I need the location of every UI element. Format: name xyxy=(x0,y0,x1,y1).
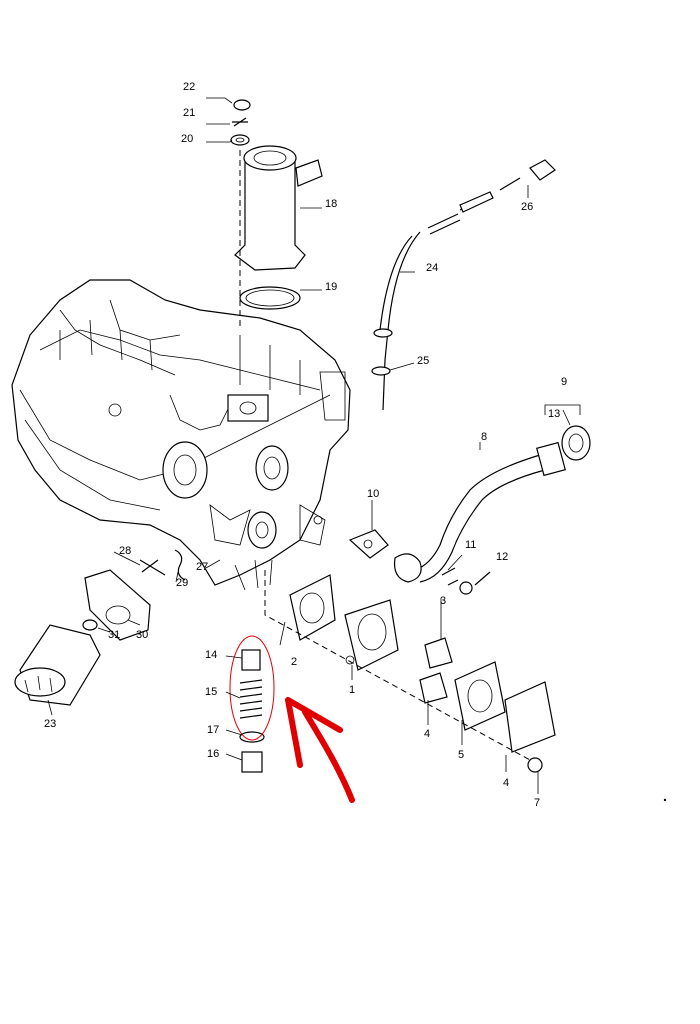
nut-part-11 xyxy=(459,581,473,595)
label-4b: 4 xyxy=(503,777,509,789)
gasket-part-19 xyxy=(239,286,301,310)
gasket-part-2 xyxy=(289,574,336,641)
pump-housing-part-1 xyxy=(344,599,399,671)
part-labels: 22 21 20 18 19 26 24 25 9 13 8 10 11 12 … xyxy=(44,81,567,809)
cover-part-6 xyxy=(504,681,556,753)
flange-part-10 xyxy=(348,529,389,559)
label-4a: 4 xyxy=(424,728,430,740)
label-7: 7 xyxy=(534,797,540,809)
red-pointer-arrow xyxy=(285,697,355,803)
spring-part-29 xyxy=(174,549,186,581)
dipstick-assembly xyxy=(371,159,556,411)
label-16: 16 xyxy=(207,748,219,760)
nut-part-7 xyxy=(527,757,543,773)
gear-part-3 xyxy=(424,637,453,669)
piston-part-14 xyxy=(241,649,261,671)
stray-dot xyxy=(663,798,667,802)
oil-filter-assembly xyxy=(14,549,186,706)
label-10: 10 xyxy=(367,488,379,500)
label-20: 20 xyxy=(181,133,193,145)
washer-part-20 xyxy=(230,134,250,146)
spring-part-15 xyxy=(239,679,263,719)
label-3: 3 xyxy=(440,595,446,607)
filler-neck-part-18 xyxy=(234,159,306,271)
seal-part-25 xyxy=(371,366,391,376)
label-12: 12 xyxy=(496,551,508,563)
label-19: 19 xyxy=(325,281,337,293)
highlight-circle xyxy=(229,635,275,741)
label-30: 30 xyxy=(136,629,148,641)
label-14: 14 xyxy=(205,649,217,661)
label-18: 18 xyxy=(325,198,337,210)
label-24: 24 xyxy=(426,262,438,274)
dipstick-tube-part-24 xyxy=(382,231,421,411)
label-23: 23 xyxy=(44,718,56,730)
seal-part-17 xyxy=(239,731,265,743)
label-25: 25 xyxy=(417,355,429,367)
oil-filler-assembly xyxy=(230,99,323,330)
leader-lines xyxy=(47,97,571,794)
label-15: 15 xyxy=(205,686,217,698)
label-1: 1 xyxy=(349,684,355,696)
seal-part-31 xyxy=(82,619,98,631)
oil-pump-assembly xyxy=(264,570,556,773)
label-27: 27 xyxy=(196,561,208,573)
label-2: 2 xyxy=(291,656,297,668)
label-28: 28 xyxy=(119,545,131,557)
label-21: 21 xyxy=(183,107,195,119)
dipstick-handle-part-26 xyxy=(529,159,556,181)
breather-assembly xyxy=(348,404,591,595)
gasket-part-5 xyxy=(454,661,506,731)
bolt-part-12 xyxy=(474,571,491,586)
bolt-part-28 xyxy=(139,559,166,576)
label-29: 29 xyxy=(176,577,188,589)
label-8: 8 xyxy=(481,431,487,443)
label-9: 9 xyxy=(561,376,567,388)
label-26: 26 xyxy=(521,201,533,213)
label-31: 31 xyxy=(108,629,120,641)
plug-part-16 xyxy=(241,751,263,773)
cap-part-13 xyxy=(561,425,591,461)
gear-part-4 xyxy=(419,672,448,704)
relief-valve-assembly xyxy=(229,635,275,773)
label-17: 17 xyxy=(207,724,219,736)
label-11: 11 xyxy=(465,539,476,551)
label-13: 13 xyxy=(548,408,560,420)
label-22: 22 xyxy=(183,81,195,93)
label-5: 5 xyxy=(458,749,464,761)
nut-part-22 xyxy=(233,99,251,111)
engine-block xyxy=(11,279,351,591)
tube-part-8 xyxy=(414,454,541,571)
